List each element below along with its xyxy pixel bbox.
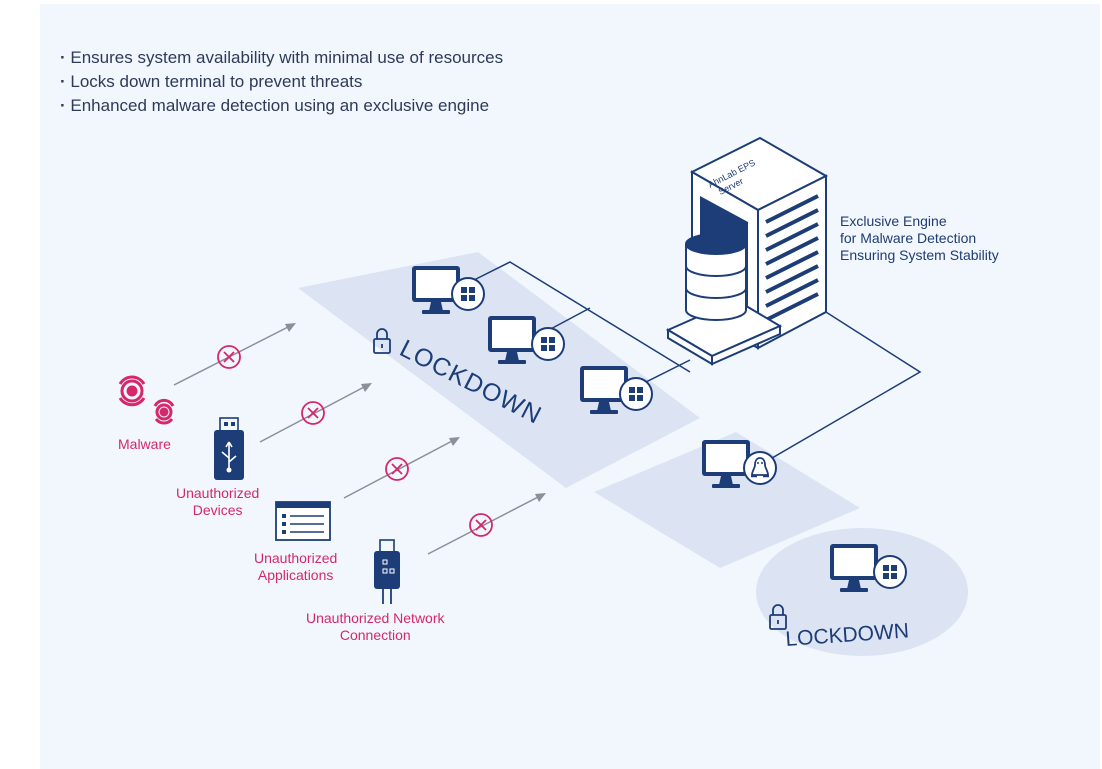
lockdown-zone-main (298, 252, 700, 488)
windows-icon (531, 327, 565, 361)
lockdown-zone-linux (594, 432, 860, 568)
label-line: Unauthorized Network (306, 610, 445, 626)
feature-list: Ensures system availability with minimal… (60, 46, 503, 118)
usb-icon (214, 417, 244, 480)
windows-icon (873, 555, 907, 589)
server-note-line: Exclusive Engine (840, 213, 947, 229)
blocked-icon (217, 345, 241, 369)
label-line: Unauthorized (254, 550, 338, 566)
lockdown-zone-standalone (756, 528, 968, 656)
label-line: Malware (118, 436, 171, 452)
linux-icon (742, 450, 778, 486)
label-line: Connection (339, 627, 411, 643)
server-note-line: Ensuring System Stability (840, 247, 999, 263)
biohazard-icon (118, 375, 175, 425)
label-network: Unauthorized Network Connection (306, 610, 445, 644)
label-line: Unauthorized (176, 485, 260, 501)
server-note-line: for Malware Detection (840, 230, 977, 246)
windows-icon (451, 277, 485, 311)
server-note: Exclusive Engine for Malware Detection E… (840, 213, 999, 264)
label-applications: Unauthorized Applications (254, 550, 337, 584)
blocked-icon (385, 457, 409, 481)
app-window-icon (275, 501, 331, 541)
label-devices: Unauthorized Devices (176, 485, 259, 519)
label-line: Devices (192, 502, 243, 518)
windows-icon (619, 377, 653, 411)
feature-item: Locks down terminal to prevent threats (60, 70, 503, 94)
blocked-icon (469, 513, 493, 537)
network-dongle-icon (374, 539, 400, 604)
feature-item: Enhanced malware detection using an excl… (60, 94, 503, 118)
label-line: Applications (257, 567, 334, 583)
database-icon (685, 233, 747, 321)
threat-arrows (173, 323, 546, 555)
blocked-icon (301, 401, 325, 425)
feature-item: Ensures system availability with minimal… (60, 46, 503, 70)
label-malware: Malware (118, 436, 171, 453)
